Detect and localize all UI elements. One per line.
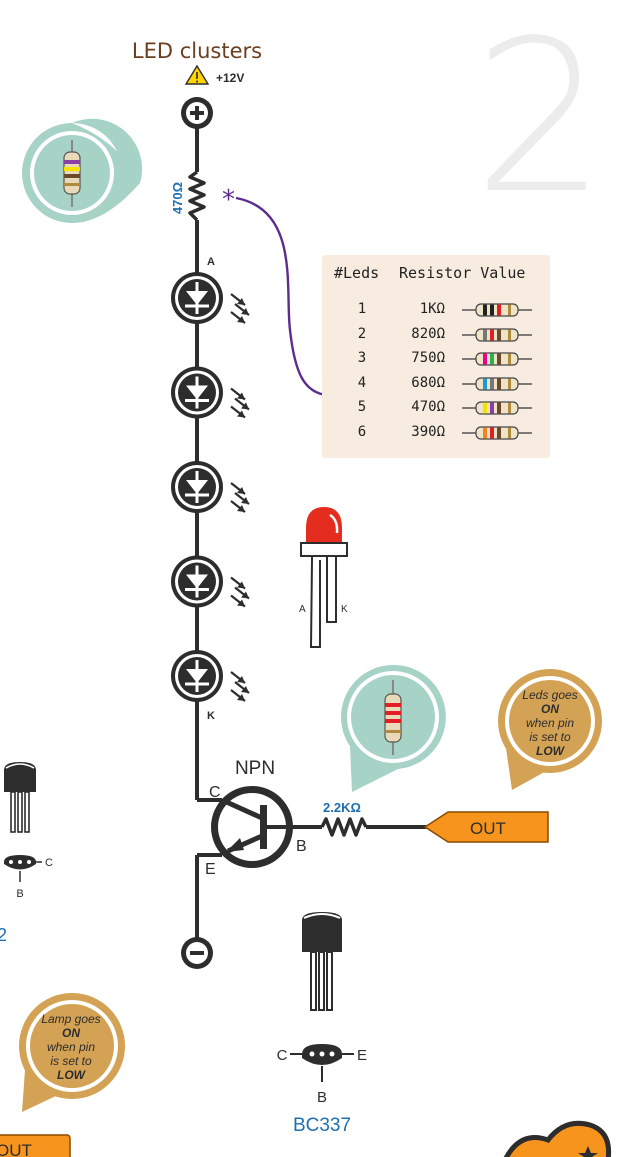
plus-terminal-icon	[181, 97, 213, 129]
partial-pin-c: C	[45, 857, 53, 869]
led-part-illustration	[300, 507, 348, 648]
table-row-value: 390Ω	[411, 423, 445, 440]
table-row-value: 470Ω	[411, 399, 445, 415]
resistor-color-icon	[462, 401, 532, 415]
resistor-470-label: 470Ω	[170, 182, 185, 214]
resistor-470-symbol	[188, 170, 206, 222]
page-title: LED clusters	[132, 39, 262, 63]
leds-note-line-5: LOW	[536, 744, 566, 758]
resistor-2k2-label: 2.2KΩ	[323, 800, 361, 815]
resistor-callout-470	[22, 118, 143, 223]
bc337-name: BC337	[293, 1115, 351, 1136]
resistor-value-table: #Leds Resistor Value 1 1KΩ 2 820Ω 3 750Ω 4 680Ω…	[322, 255, 550, 458]
collector-label: C	[209, 784, 221, 801]
table-row-value: 820Ω	[411, 325, 445, 342]
led-part-anode-label: A	[299, 604, 306, 615]
table-row-leds: 1	[357, 301, 367, 317]
lamp-note-callout	[19, 993, 125, 1112]
leds-note-callout	[498, 669, 602, 790]
resistor-color-icon	[462, 327, 532, 342]
partial-pin-b: B	[16, 888, 23, 900]
out-tag	[423, 811, 549, 843]
big-step-number: 2	[473, 0, 607, 240]
supply-voltage-label: +12V	[216, 71, 244, 85]
lamp-note-line-3: when pin	[47, 1040, 95, 1054]
base-label: B	[296, 838, 307, 855]
table-row-value: 750Ω	[411, 350, 445, 366]
asterisk-icon: *	[222, 185, 235, 215]
table-row-leds: 3	[357, 350, 367, 366]
warning-icon	[184, 64, 210, 85]
anode-label: A	[207, 256, 215, 268]
lamp-note-line-2: ON	[62, 1026, 80, 1040]
table-row-value: 1KΩ	[419, 301, 445, 317]
npn-transistor-symbol	[211, 786, 293, 868]
table-row-leds: 4	[357, 374, 367, 391]
table-header-leds: #Leds	[334, 264, 380, 282]
partial-transistor-name: 2	[0, 925, 7, 945]
partial-transistor-illustration	[4, 762, 42, 882]
led-symbol-icon	[171, 272, 251, 325]
led-chain	[171, 272, 251, 703]
resistor-callout-2k2	[341, 664, 446, 792]
partial-out-label: OUT	[0, 1141, 32, 1157]
lamp-note-line-1: Lamp goes	[41, 1012, 100, 1026]
table-header-value: Resistor Value	[399, 264, 526, 282]
table-row-leds: 6	[357, 423, 367, 440]
callout-link-curve	[235, 196, 327, 397]
leds-note-line-4: is set to	[529, 730, 571, 744]
table-row-leds: 2	[357, 325, 367, 342]
led-symbol-icon	[171, 555, 251, 608]
resistor-color-icon	[462, 425, 532, 440]
leds-note-line-2: ON	[541, 702, 559, 716]
transistor-type-label: NPN	[235, 758, 275, 779]
lamp-note-line-5: LOW	[57, 1068, 87, 1082]
led-symbol-icon	[171, 366, 251, 419]
resistor-color-icon	[462, 352, 532, 366]
minus-terminal-icon	[181, 937, 213, 969]
mascot-partial-icon	[503, 1120, 612, 1157]
led-part-cathode-label: K	[341, 604, 348, 615]
led-symbol-icon	[171, 650, 251, 703]
resistor-color-icon	[462, 303, 532, 317]
cathode-label: K	[207, 710, 215, 722]
emitter-label: E	[205, 861, 216, 878]
bc337-part-illustration	[290, 912, 354, 1082]
lamp-note-line-4: is set to	[50, 1054, 92, 1068]
resistor-color-icon	[462, 376, 532, 391]
table-row-leds: 5	[357, 399, 367, 415]
leds-note-line-1: Leds goes	[522, 688, 577, 702]
resistor-2k2-symbol	[320, 817, 368, 837]
bc337-pin-b: B	[317, 1089, 327, 1106]
table-row-value: 680Ω	[411, 374, 445, 391]
led-symbol-icon	[171, 461, 251, 514]
bc337-pin-e: E	[357, 1047, 367, 1064]
partial-out-tag	[0, 1134, 71, 1157]
out-label: OUT	[470, 819, 506, 838]
leds-note-line-3: when pin	[526, 716, 574, 730]
bc337-pin-c: C	[277, 1047, 288, 1064]
